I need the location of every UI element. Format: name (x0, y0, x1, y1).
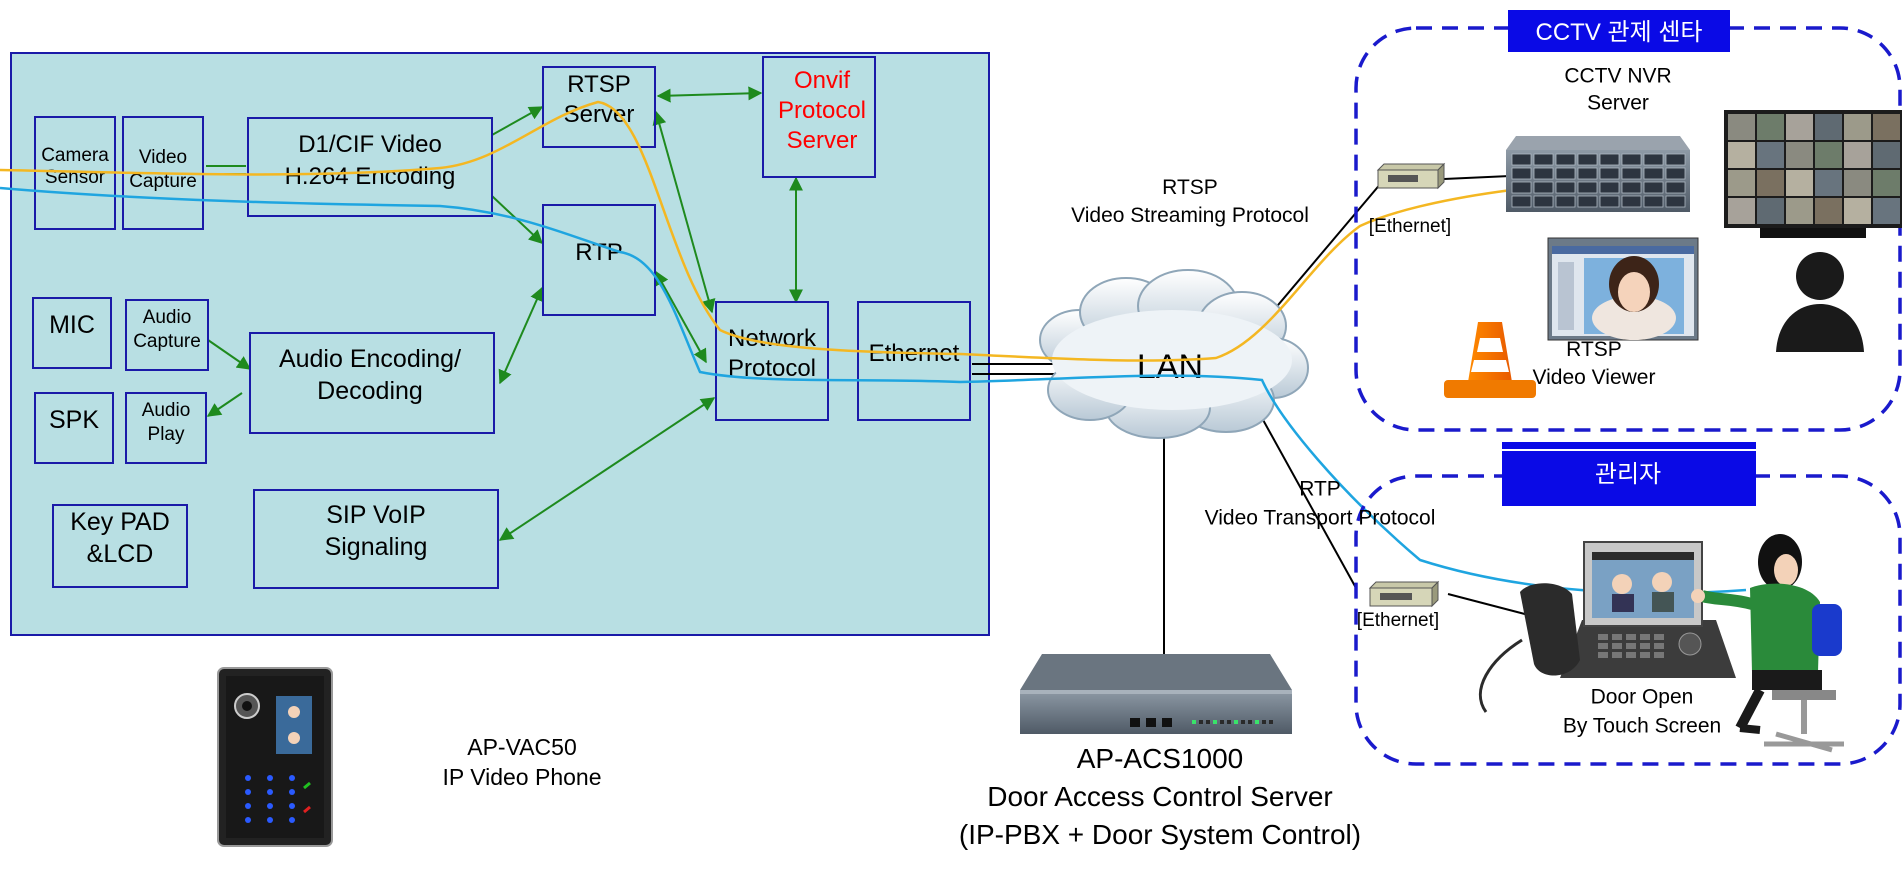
arrow-audiocapture-encoding (207, 339, 252, 370)
mic-label: MIC (49, 311, 95, 339)
arrow-rtp-network (655, 270, 707, 364)
arrow-rtp-audio (498, 286, 544, 385)
rtsp-server-box (542, 66, 656, 148)
server-leds (1192, 720, 1273, 724)
green-arrows (206, 86, 803, 541)
nvr-server (1506, 136, 1690, 212)
audio-encoding-label: Audio Encoding/Decoding (279, 345, 461, 405)
device-boxes (32, 56, 971, 589)
rtp-box (542, 204, 656, 316)
cctv-monitor (1724, 110, 1902, 238)
video-encoding-box (247, 117, 493, 217)
cctv-video-grid (1728, 114, 1900, 224)
operator-person-icon (1776, 252, 1864, 352)
lan-cloud: LAN (1039, 269, 1309, 439)
signal-lines (0, 100, 1747, 595)
arrow-sip-network (498, 397, 716, 541)
sip-box (253, 489, 499, 589)
nvr-drive-bays (1511, 153, 1686, 208)
admin-ethernet-module (1368, 580, 1440, 608)
admin-person-icon (1691, 534, 1844, 753)
audio-transport-line (0, 186, 1747, 595)
link-lan-admin-ethernet (1261, 417, 1357, 589)
cctv-ethernet-module (1376, 162, 1446, 190)
ip-video-phone-keypad (245, 775, 295, 823)
video-viewer-screen (1547, 237, 1699, 341)
audio-capture-box (125, 299, 209, 371)
audio-encoding-box (249, 332, 495, 434)
mic-box (32, 297, 112, 369)
video-desk-phone-icon (1478, 541, 1736, 713)
keypad-label: Key PAD&LCD (70, 508, 170, 568)
admin-title: 관리자 (1595, 461, 1661, 488)
phone-keypad (1598, 632, 1702, 658)
cctv-center-title-bar (1508, 10, 1730, 52)
ethernet-box (857, 301, 971, 421)
audio-play-box (125, 392, 207, 464)
spk-box (34, 392, 114, 464)
lan-label: LAN (1137, 348, 1203, 386)
arrow-encoding-rtsp (491, 106, 544, 136)
cctv-center-title: CCTV 관제 센타 (1536, 19, 1703, 46)
admin-ethernet-label: [Ethernet] (1357, 610, 1439, 631)
admin-title-bar (1502, 442, 1756, 506)
vlc-cone-icon (1444, 322, 1536, 398)
video-stream-line (0, 100, 1689, 362)
door-access-control-server (1020, 654, 1292, 734)
keypad-box (52, 504, 188, 588)
onvif-server-box (762, 56, 876, 178)
network-protocol-box (715, 301, 829, 421)
arrow-decoding-play (206, 392, 243, 417)
spk-label: SPK (49, 406, 99, 434)
ip-video-phone-device (217, 667, 333, 847)
link-cctv-ethernet-nvr (1443, 175, 1511, 180)
arrow-rtsp-onvif (656, 86, 763, 103)
rtp-label: RTP (575, 239, 623, 266)
link-lan-cctv-ethernet (1261, 181, 1383, 325)
cctv-ethernet-label: [Ethernet] (1369, 216, 1451, 237)
